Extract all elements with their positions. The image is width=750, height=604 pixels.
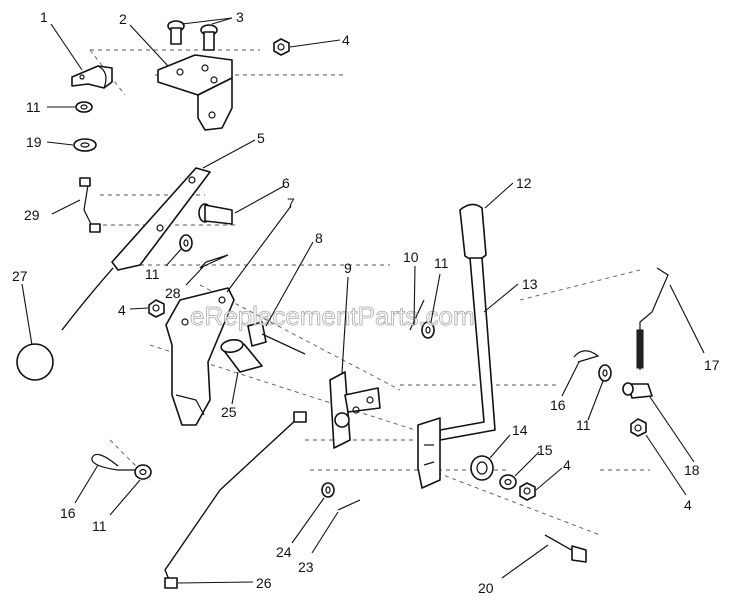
- part-4-nut-top: [273, 38, 290, 56]
- part-11-washer-right: [598, 364, 612, 382]
- part-27-knob-rod: [16, 267, 114, 381]
- part-11-washer-center: [421, 321, 435, 339]
- part-6-bolt: [198, 203, 233, 225]
- part-25-sleeve: [220, 338, 263, 373]
- part-29-link: [79, 177, 101, 233]
- part-11-washer-bottom-left: [134, 464, 152, 480]
- part-18-ferrule: [622, 382, 653, 399]
- callout-17: 17: [704, 357, 720, 373]
- callout-25: 25: [221, 404, 237, 420]
- part-28-hairpin: [199, 254, 229, 269]
- callout-14: 14: [512, 422, 528, 438]
- callout-23: 23: [298, 559, 314, 575]
- part-17-rod: [636, 267, 669, 370]
- callout-numbers: 1 2 3 4 11 19 5 6 29 7 8 27 11 28 4 25 9…: [12, 9, 720, 596]
- callout-15: 15: [537, 442, 553, 458]
- callout-16: 16: [550, 397, 566, 413]
- callout-11: 11: [145, 266, 160, 282]
- part-24-washer: [321, 482, 335, 498]
- callout-7: 7: [287, 195, 295, 211]
- part-10-pin: [409, 299, 425, 331]
- callout-2: 2: [119, 11, 127, 27]
- part-8-bolt: [247, 321, 306, 355]
- part-26-shift-rod: [164, 411, 307, 589]
- callout-26: 26: [256, 575, 272, 591]
- callout-12: 12: [516, 175, 532, 191]
- part-9-pivot-bracket: [329, 371, 381, 449]
- part-7-shift-bracket: [165, 287, 235, 426]
- part-2-bracket: [157, 54, 233, 131]
- callout-13: 13: [522, 276, 538, 292]
- part-11-washer-left-top: [75, 101, 93, 113]
- callout-4: 4: [342, 32, 350, 48]
- part-20-bolt: [544, 534, 587, 563]
- callout-11: 11: [576, 417, 591, 433]
- callout-3: 3: [236, 9, 244, 25]
- callout-20: 20: [478, 580, 494, 596]
- callout-28: 28: [165, 285, 181, 301]
- watermark-text: eReplacementParts.com: [190, 301, 475, 331]
- callout-1: 1: [40, 9, 48, 25]
- part-23-pin: [337, 499, 361, 511]
- part-11-washer-mid-left: [179, 234, 193, 252]
- part-5-lever-arm: [111, 167, 211, 271]
- part-4-nut-left: [148, 299, 165, 318]
- callout-11: 11: [26, 99, 41, 115]
- callout-4: 4: [684, 497, 692, 513]
- callout-9: 9: [344, 260, 352, 276]
- part-3-bolts: [167, 20, 218, 51]
- part-16-hairpin-right: [573, 350, 600, 363]
- callout-24: 24: [276, 544, 292, 560]
- callout-19: 19: [26, 134, 42, 150]
- callout-4: 4: [118, 302, 126, 318]
- callout-6: 6: [282, 175, 290, 191]
- callout-29: 29: [24, 207, 40, 223]
- part-4-nut-center-right: [519, 482, 536, 501]
- callout-5: 5: [257, 130, 265, 146]
- part-19-spacer: [73, 138, 97, 152]
- part-1-clip: [71, 65, 113, 89]
- leader-lines: [21, 17, 705, 584]
- callout-11: 11: [434, 255, 449, 271]
- part-13-shift-lever: [417, 257, 496, 489]
- callout-18: 18: [684, 462, 700, 478]
- callout-11: 11: [92, 518, 107, 534]
- callout-10: 10: [403, 249, 419, 265]
- callout-8: 8: [315, 230, 323, 246]
- callout-27: 27: [12, 268, 28, 284]
- part-14-bushing: [470, 455, 494, 481]
- part-15-washer: [499, 474, 517, 490]
- part-4-nut-right: [630, 418, 647, 437]
- callout-16: 16: [60, 505, 76, 521]
- part-16-hairpin-left: [91, 453, 150, 471]
- callout-4: 4: [563, 457, 571, 473]
- part-12-handle-grip: [459, 203, 487, 261]
